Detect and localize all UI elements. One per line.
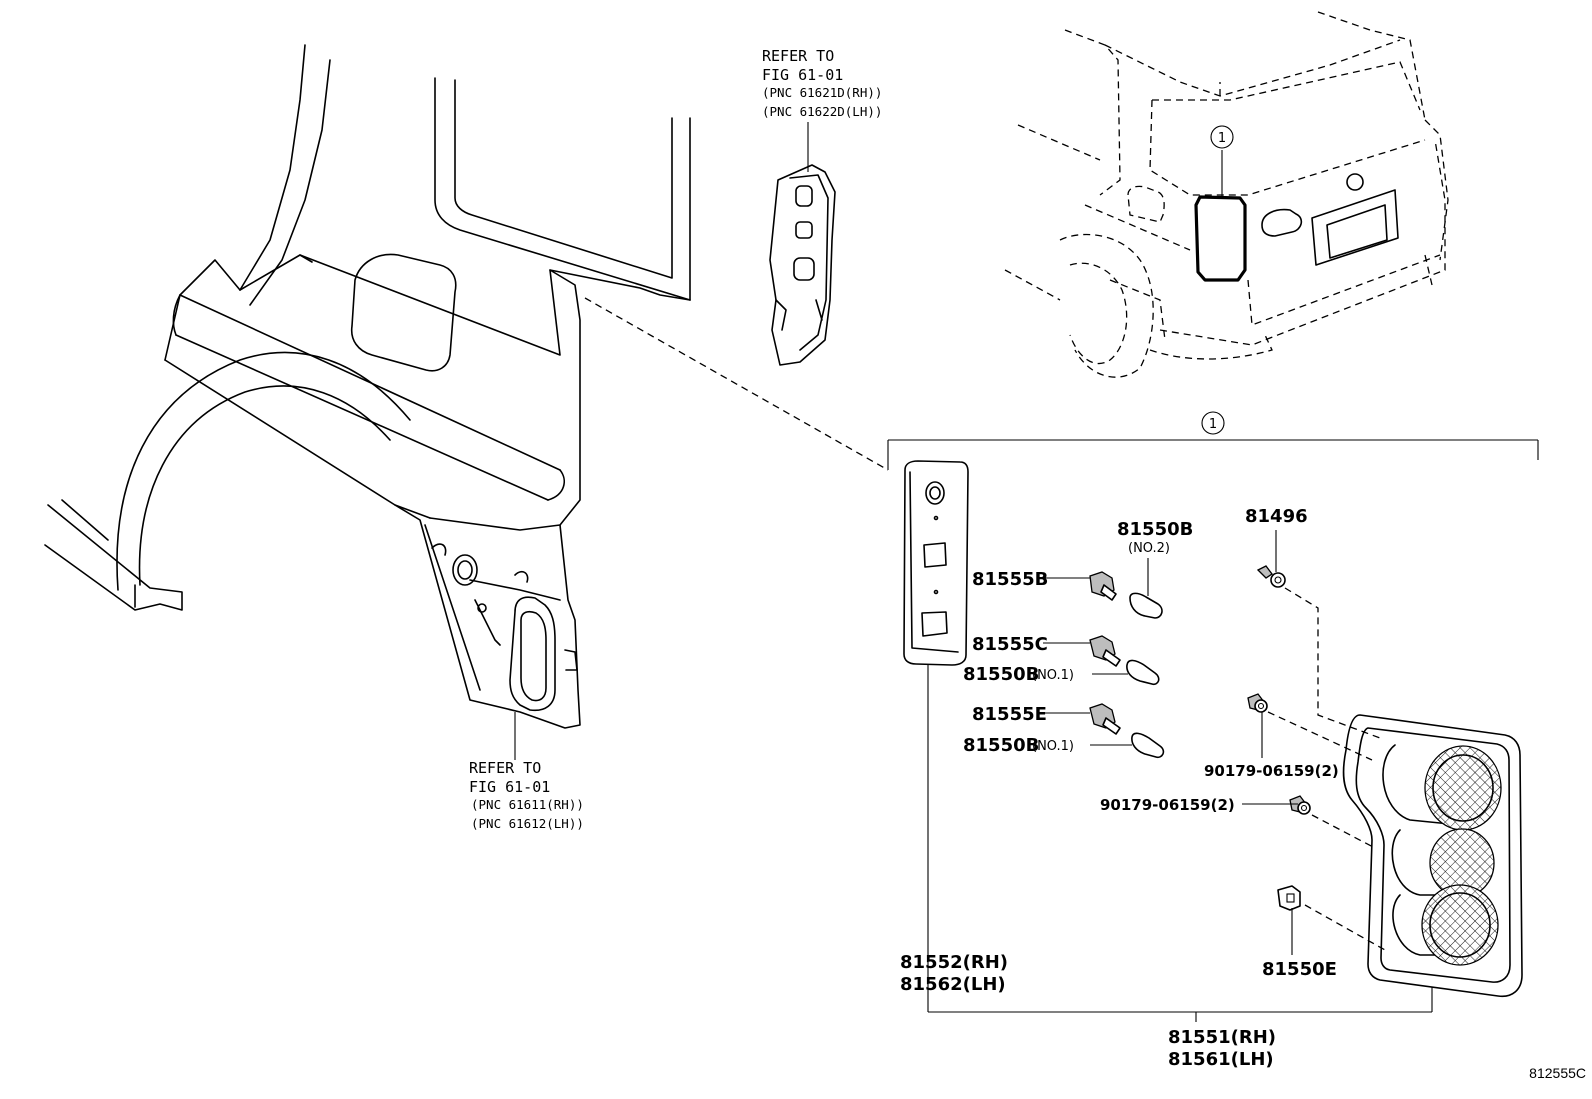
- label-note-no1-upper: (NO.1): [1032, 668, 1074, 683]
- socket-81555e-illustration: [1089, 703, 1121, 735]
- leader-dashed-panel: [584, 297, 889, 471]
- pillar-brace-illustration: [769, 164, 836, 366]
- socket-81555b-illustration: [1089, 571, 1117, 601]
- label-81550b-no2: 81550B: [1117, 519, 1193, 540]
- bulb-no2-illustration: [1129, 592, 1163, 619]
- label-note-no2: (NO.2): [1128, 541, 1170, 556]
- clip-81550e-illustration: [1277, 885, 1301, 911]
- refer-note-body: REFER TO FIG 61-01 (PNC 61611(RH)) (PNC …: [469, 759, 584, 831]
- refer-pnc-lh: (PNC 61622D(LH)): [762, 104, 882, 119]
- lamp-gasket-illustration: [903, 460, 969, 666]
- label-81496: 81496: [1245, 506, 1308, 527]
- refer-pnc-rh: (PNC 61621D(RH)): [762, 85, 882, 100]
- nut-90179-lower-illustration: [1289, 795, 1311, 815]
- vehicle-rear-illustration: [1004, 11, 1449, 378]
- refer-pnc-rh: (PNC 61611(RH)): [471, 797, 584, 812]
- tail-lamp-illustration: [1342, 714, 1523, 998]
- assembly-bracket-frame: [887, 439, 1539, 1022]
- part-labels: 81550B (NO.2) 81496 81555B 81555C 81550B…: [900, 506, 1339, 1070]
- refer-fig: FIG 61-01: [469, 778, 550, 796]
- bulb-no1-upper-illustration: [1126, 659, 1160, 686]
- label-90179-upper: 90179-06159(2): [1204, 762, 1339, 780]
- quarter-panel-illustration: [44, 44, 691, 729]
- label-81562-lh: 81562(LH): [900, 974, 1006, 995]
- label-81555b: 81555B: [972, 569, 1048, 590]
- label-note-no1-lower: (NO.1): [1032, 739, 1074, 754]
- label-81555c: 81555C: [972, 634, 1048, 655]
- label-81552-rh: 81552(RH): [900, 952, 1008, 973]
- label-81550b-no1-lower: 81550B: [963, 735, 1039, 756]
- label-leaders: [1043, 530, 1298, 955]
- callout-number: 1: [1209, 417, 1217, 432]
- label-81550b-no1-upper: 81550B: [963, 664, 1039, 685]
- leader-dashed-clip: [1304, 904, 1386, 951]
- label-90179-lower: 90179-06159(2): [1100, 796, 1235, 814]
- bulb-no1-lower-illustration: [1131, 732, 1165, 759]
- refer-text: REFER TO: [762, 47, 834, 65]
- nut-90179-upper-illustration: [1247, 693, 1268, 713]
- refer-note-pillar: REFER TO FIG 61-01 (PNC 61621D(RH)) (PNC…: [762, 47, 882, 119]
- refer-text: REFER TO: [469, 759, 541, 777]
- label-81561-lh: 81561(LH): [1168, 1049, 1274, 1070]
- vehicle-callout-marker: 1: [1210, 125, 1234, 149]
- refer-fig: FIG 61-01: [762, 66, 843, 84]
- callout-number: 1: [1218, 131, 1226, 146]
- assembly-callout-marker: 1: [1201, 411, 1225, 435]
- refer-pnc-lh: (PNC 61612(LH)): [471, 816, 584, 831]
- label-81550e: 81550E: [1262, 959, 1337, 980]
- socket-81555c-illustration: [1089, 635, 1121, 667]
- screw-81496-illustration: [1256, 565, 1286, 588]
- figure-id: 812555C: [1529, 1065, 1586, 1081]
- label-81555e: 81555E: [972, 704, 1047, 725]
- label-81551-rh: 81551(RH): [1168, 1027, 1276, 1048]
